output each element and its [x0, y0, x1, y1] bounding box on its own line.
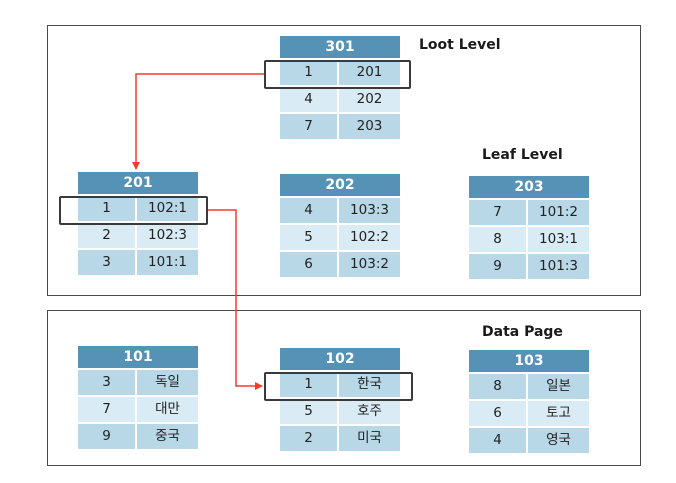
root-level-label: Loot Level — [419, 37, 501, 53]
rid-cell: 102:1 — [137, 196, 198, 221]
table-row: 4 202 — [280, 87, 400, 112]
key-cell: 1 — [280, 60, 337, 85]
value-cell: 호주 — [339, 399, 400, 424]
key-cell: 9 — [78, 424, 135, 449]
value-cell: 토고 — [528, 401, 589, 426]
key-cell: 2 — [78, 223, 135, 248]
key-cell: 1 — [78, 196, 135, 221]
rid-cell: 102:2 — [339, 225, 400, 250]
page-header: 101 — [78, 346, 198, 368]
leaf-page-201: 201 1 102:1 2 102:3 3 101:1 — [78, 172, 198, 275]
value-cell: 대만 — [137, 397, 198, 422]
data-page-102: 102 1 한국 5 호주 2 미국 — [280, 348, 400, 451]
page-header: 201 — [78, 172, 198, 194]
value-cell: 일본 — [528, 374, 589, 399]
page-header: 102 — [280, 348, 400, 370]
leaf-to-data-arrow — [208, 209, 263, 390]
table-row: 2 102:3 — [78, 223, 198, 248]
value-cell: 영국 — [528, 428, 589, 453]
rid-cell: 101:1 — [137, 250, 198, 275]
highlight-leaf-row — [59, 196, 208, 225]
table-row: 7 대만 — [78, 397, 198, 422]
table-row: 1 한국 — [280, 372, 400, 397]
table-row: 9 중국 — [78, 424, 198, 449]
key-cell: 5 — [280, 225, 337, 250]
leaf-page-202: 202 4 103:3 5 102:2 6 103:2 — [280, 174, 400, 277]
table-row: 5 102:2 — [280, 225, 400, 250]
table-row: 4 103:3 — [280, 198, 400, 223]
pointer-cell: 203 — [339, 114, 400, 139]
data-page-101: 101 3 독일 7 대만 9 중국 — [78, 346, 198, 449]
leaf-level-label: Leaf Level — [482, 147, 563, 163]
rid-cell: 101:2 — [528, 200, 589, 225]
table-row: 6 토고 — [469, 401, 589, 426]
key-cell: 9 — [469, 254, 526, 279]
data-page-103: 103 8 일본 6 토고 4 영국 — [469, 350, 589, 453]
key-cell: 7 — [469, 200, 526, 225]
table-row: 4 영국 — [469, 428, 589, 453]
table-row: 3 독일 — [78, 370, 198, 395]
rid-cell: 103:3 — [339, 198, 400, 223]
key-cell: 4 — [280, 87, 337, 112]
pointer-cell: 202 — [339, 87, 400, 112]
table-row: 9 101:3 — [469, 254, 589, 279]
value-cell: 중국 — [137, 424, 198, 449]
rid-cell: 102:3 — [137, 223, 198, 248]
key-cell: 4 — [469, 428, 526, 453]
table-row: 7 101:2 — [469, 200, 589, 225]
leaf-page-203: 203 7 101:2 8 103:1 9 101:3 — [469, 176, 589, 279]
table-row: 1 102:1 — [78, 196, 198, 221]
root-to-leaf-arrow — [132, 73, 264, 170]
rid-cell: 103:2 — [339, 252, 400, 277]
root-page-301: 301 1 201 4 202 7 203 — [280, 36, 400, 139]
table-row: 2 미국 — [280, 426, 400, 451]
key-cell: 2 — [280, 426, 337, 451]
page-header: 103 — [469, 350, 589, 372]
highlight-data-row — [264, 372, 413, 401]
rid-cell: 103:1 — [528, 227, 589, 252]
key-cell: 8 — [469, 227, 526, 252]
table-row: 8 103:1 — [469, 227, 589, 252]
key-cell: 1 — [280, 372, 337, 397]
table-row: 3 101:1 — [78, 250, 198, 275]
key-cell: 7 — [78, 397, 135, 422]
key-cell: 7 — [280, 114, 337, 139]
page-header: 202 — [280, 174, 400, 196]
key-cell: 5 — [280, 399, 337, 424]
page-header: 203 — [469, 176, 589, 198]
key-cell: 3 — [78, 250, 135, 275]
key-cell: 3 — [78, 370, 135, 395]
rid-cell: 101:3 — [528, 254, 589, 279]
value-cell: 한국 — [339, 372, 400, 397]
table-row: 1 201 — [280, 60, 400, 85]
highlight-root-row — [264, 60, 411, 89]
table-row: 5 호주 — [280, 399, 400, 424]
value-cell: 미국 — [339, 426, 400, 451]
key-cell: 6 — [469, 401, 526, 426]
key-cell: 4 — [280, 198, 337, 223]
pointer-cell: 201 — [339, 60, 400, 85]
table-row: 7 203 — [280, 114, 400, 139]
value-cell: 독일 — [137, 370, 198, 395]
key-cell: 8 — [469, 374, 526, 399]
key-cell: 6 — [280, 252, 337, 277]
table-row: 8 일본 — [469, 374, 589, 399]
page-header: 301 — [280, 36, 400, 58]
data-page-label: Data Page — [482, 324, 563, 340]
table-row: 6 103:2 — [280, 252, 400, 277]
